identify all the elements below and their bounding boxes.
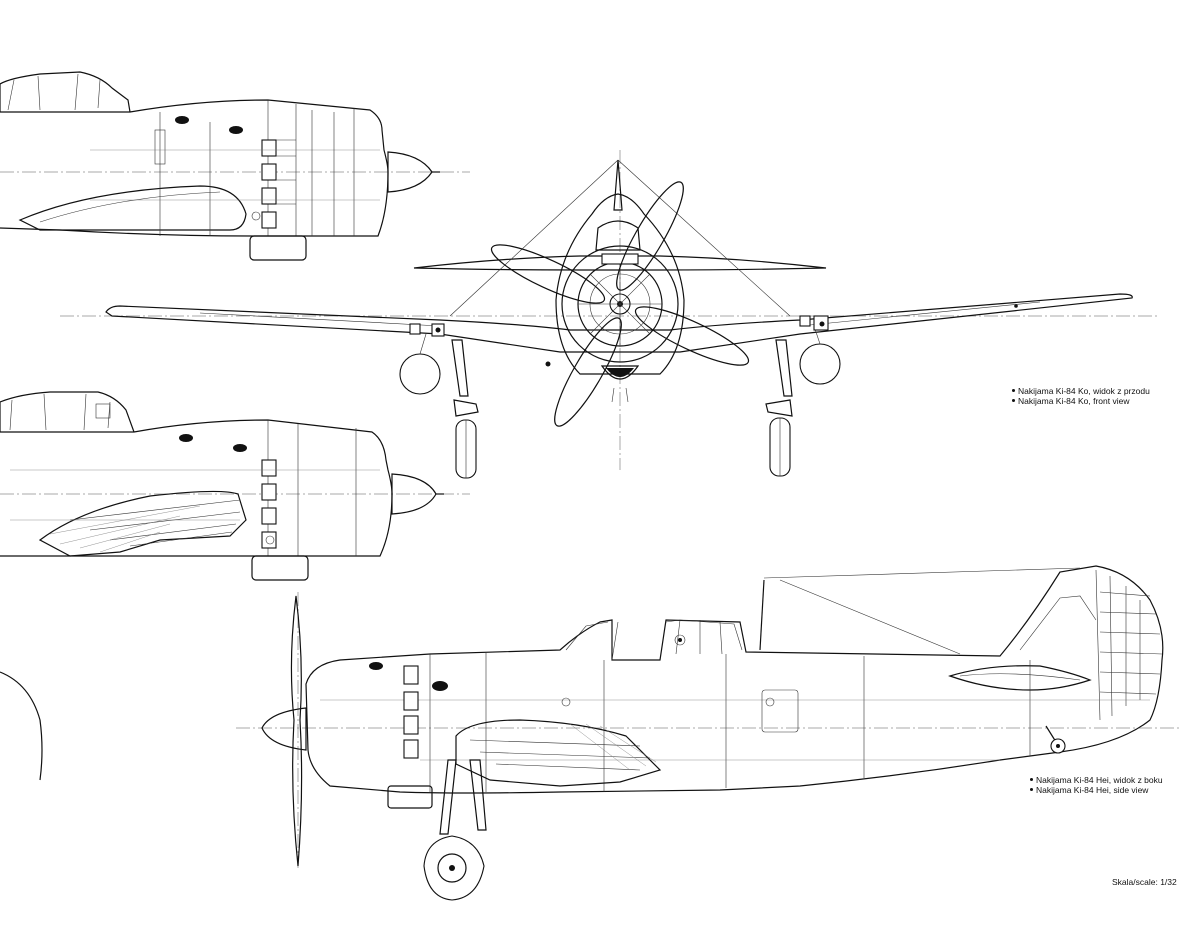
full-side-view (236, 565, 1180, 901)
middle-partial-side-view (0, 391, 470, 581)
left-edge-fragment (0, 671, 43, 781)
front-view-caption-en: Nakijama Ki-84 Ko, front view (1012, 395, 1130, 406)
side-view-caption-en: Nakijama Ki-84 Hei, side view (1030, 784, 1148, 795)
top-partial-side-view (0, 71, 470, 261)
front-view (60, 150, 1160, 479)
side-view-caption-pl: Nakijama Ki-84 Hei, widok z boku (1030, 774, 1163, 785)
front-view-caption-pl: Nakijama Ki-84 Ko, widok z przodu (1012, 385, 1150, 396)
scale-label: Skala/scale: 1/32 (1112, 877, 1177, 887)
